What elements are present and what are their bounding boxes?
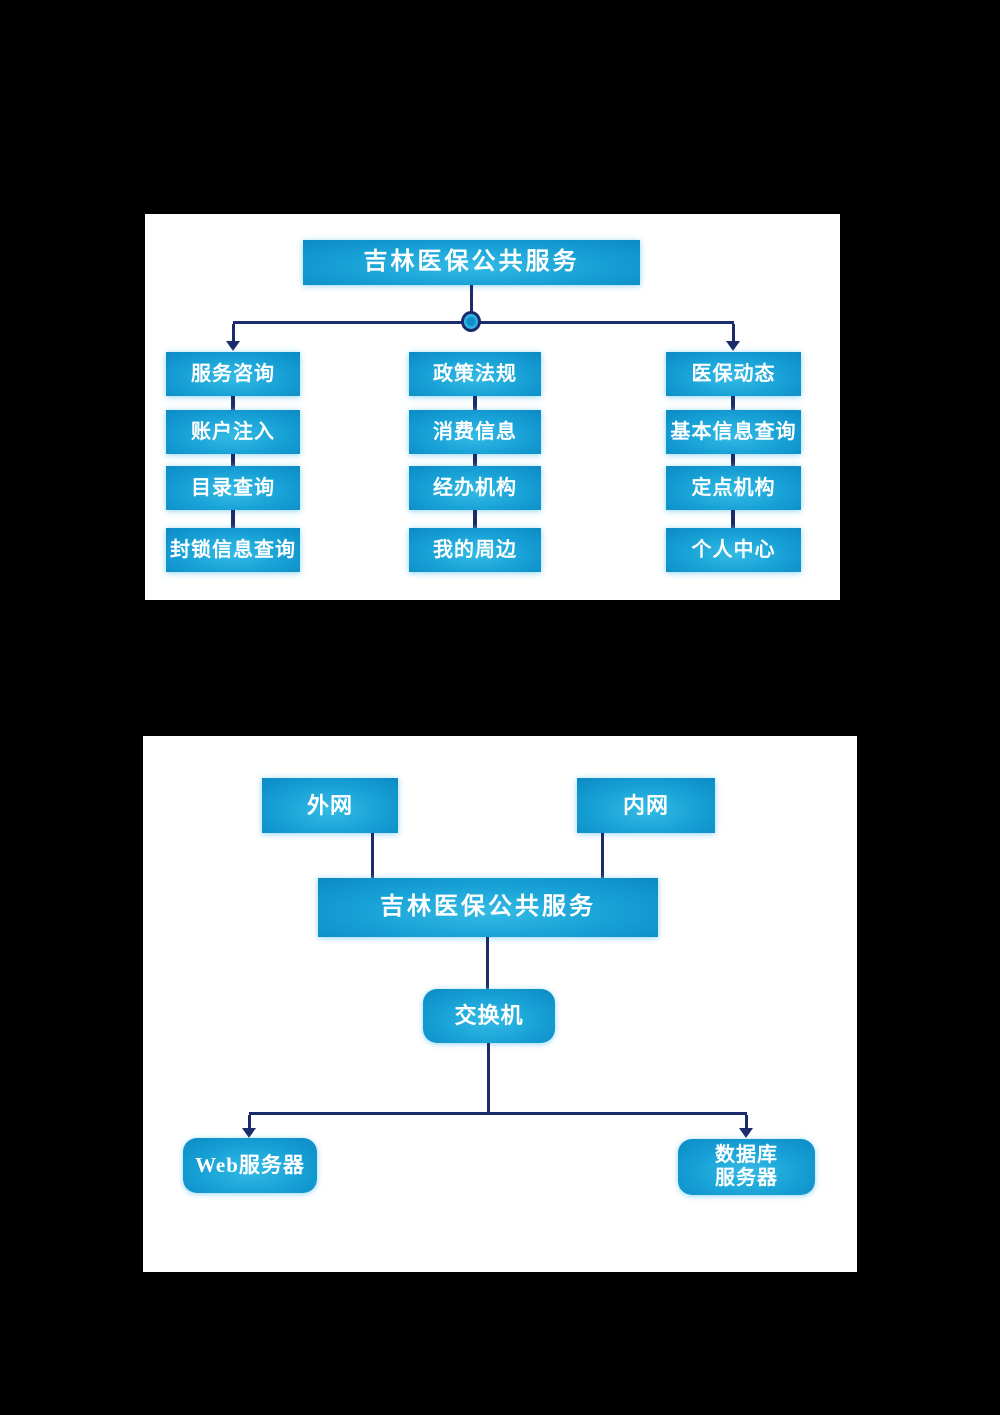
d2-switch-label: 交换机 bbox=[454, 1003, 524, 1029]
d1-col0-item0-label: 服务咨询 bbox=[191, 362, 275, 385]
d1-col2-item0-label: 医保动态 bbox=[691, 362, 776, 385]
d2-intranet-label: 内网 bbox=[622, 792, 669, 818]
d1-right-arrowhead-icon bbox=[726, 341, 740, 351]
d1-col2-item1: 基本信息查询 bbox=[666, 410, 801, 454]
d1-left-arrow-stem bbox=[232, 324, 235, 341]
d2-service-node: 吉林医保公共服务 bbox=[318, 878, 658, 937]
d1-col1-item1-label: 消费信息 bbox=[433, 420, 517, 443]
d1-col2-link1 bbox=[731, 454, 735, 466]
d2-switch-stem-line bbox=[487, 1043, 490, 1112]
d1-col2-link2 bbox=[731, 510, 735, 528]
d1-col0-item3-label: 封锁信息查询 bbox=[170, 538, 296, 561]
d2-extranet-label: 外网 bbox=[306, 792, 353, 818]
d1-col2-item1-label: 基本信息查询 bbox=[670, 420, 797, 443]
diagram1-panel: 吉林医保公共服务 服务咨询 账户注入 目录查询 封锁信息查询 政策法规 消费信息… bbox=[145, 214, 840, 600]
d1-col0-link0 bbox=[231, 396, 235, 410]
d1-col0-link1 bbox=[231, 454, 235, 466]
diagram2-panel: 外网 内网 吉林医保公共服务 交换机 Web服务器 数据库 服务器 bbox=[143, 736, 857, 1272]
d1-col0-item0: 服务咨询 bbox=[166, 352, 300, 396]
d1-root-node: 吉林医保公共服务 bbox=[303, 240, 640, 285]
d2-db-server-label-line1: 数据库 bbox=[715, 1144, 778, 1166]
d1-branch-line bbox=[233, 321, 734, 324]
d2-intranet-link bbox=[601, 833, 604, 878]
d2-switch-node: 交换机 bbox=[423, 989, 555, 1043]
d2-web-server-node: Web服务器 bbox=[183, 1138, 317, 1193]
d1-col1-item3: 我的周边 bbox=[409, 528, 541, 572]
d2-db-server-node: 数据库 服务器 bbox=[678, 1139, 815, 1195]
d1-left-arrowhead-icon bbox=[226, 341, 240, 351]
d1-col1-item0: 政策法规 bbox=[409, 352, 541, 396]
d2-left-arrowhead-icon bbox=[242, 1128, 256, 1138]
d1-col1-item2-label: 经办机构 bbox=[433, 476, 517, 499]
d2-intranet-node: 内网 bbox=[577, 778, 715, 833]
d1-root-label: 吉林医保公共服务 bbox=[363, 248, 580, 275]
d1-root-stem-line bbox=[470, 285, 473, 321]
d1-col2-item2-label: 定点机构 bbox=[691, 476, 776, 499]
d1-col0-item3: 封锁信息查询 bbox=[166, 528, 300, 572]
d1-col1-link2 bbox=[473, 510, 477, 528]
d1-col1-item2: 经办机构 bbox=[409, 466, 541, 510]
d2-branch-line bbox=[249, 1112, 747, 1115]
d2-service-switch-link bbox=[486, 937, 489, 989]
d1-junction-dot bbox=[461, 311, 481, 332]
d1-col2-link0 bbox=[731, 396, 735, 410]
d1-col1-item1: 消费信息 bbox=[409, 410, 541, 454]
d1-col2-item0: 医保动态 bbox=[666, 352, 801, 396]
d1-col2-item2: 定点机构 bbox=[666, 466, 801, 510]
d2-left-arrow-stem bbox=[248, 1115, 251, 1128]
d1-col0-item2-label: 目录查询 bbox=[191, 476, 275, 499]
d1-col1-item0-label: 政策法规 bbox=[433, 362, 517, 385]
d2-service-label: 吉林医保公共服务 bbox=[380, 893, 596, 920]
d2-web-server-label: Web服务器 bbox=[195, 1153, 305, 1178]
d2-right-arrow-stem bbox=[745, 1115, 748, 1128]
d1-right-arrow-stem bbox=[732, 324, 735, 341]
d2-right-arrowhead-icon bbox=[739, 1128, 753, 1138]
d1-col1-link0 bbox=[473, 396, 477, 410]
d1-col2-item3: 个人中心 bbox=[666, 528, 801, 572]
d2-extranet-link bbox=[371, 833, 374, 878]
d1-col1-item3-label: 我的周边 bbox=[433, 538, 517, 561]
d2-extranet-node: 外网 bbox=[262, 778, 398, 833]
d1-col1-link1 bbox=[473, 454, 477, 466]
d1-col0-item2: 目录查询 bbox=[166, 466, 300, 510]
d1-col0-item1-label: 账户注入 bbox=[191, 420, 275, 443]
d1-col0-link2 bbox=[231, 510, 235, 528]
d1-col2-item3-label: 个人中心 bbox=[691, 538, 776, 561]
d1-col0-item1: 账户注入 bbox=[166, 410, 300, 454]
d2-db-server-label-line2: 服务器 bbox=[715, 1167, 778, 1189]
